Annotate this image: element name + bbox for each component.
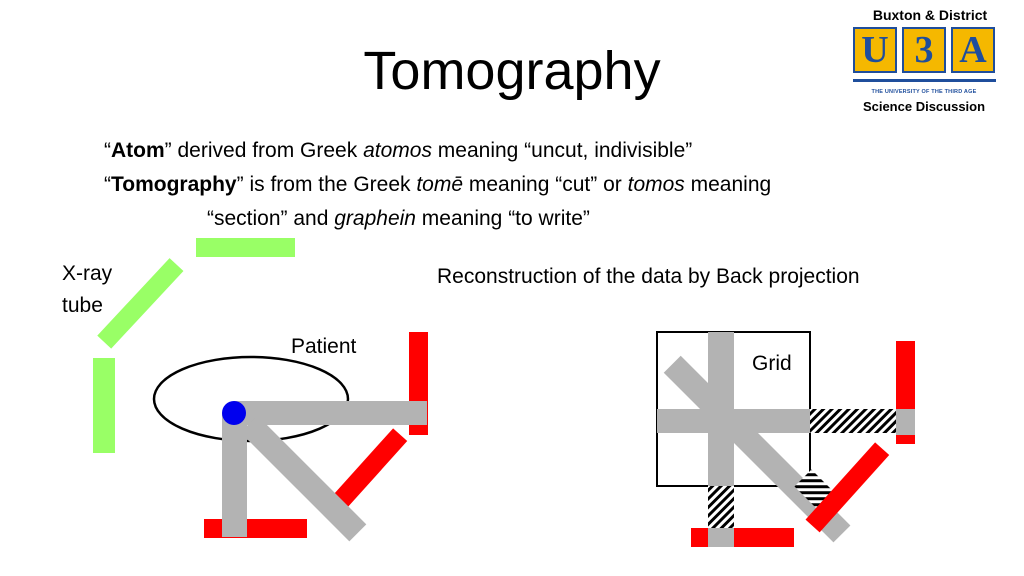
- hatch-vertical: [708, 486, 734, 528]
- term-tome: tomē: [416, 173, 464, 196]
- text-line-tomography: “Tomography” is from the Greek tomē mean…: [104, 173, 772, 196]
- xray-tube-left: [93, 358, 115, 453]
- term-tomography: Tomography: [111, 173, 237, 196]
- point-of-interest: [222, 401, 246, 425]
- reconstruction-label: Reconstruction of the data by Back proje…: [437, 265, 860, 288]
- slide-title: Tomography: [363, 41, 661, 101]
- detector-bottom: [204, 519, 307, 538]
- recon-detector-right-gray: [896, 409, 915, 435]
- recon-detector-bottom: [691, 528, 794, 547]
- u3a-logo: U 3 A: [853, 27, 996, 77]
- logo-top-text: Buxton & District: [872, 7, 988, 23]
- recon-beam-diagonal: [663, 355, 851, 543]
- term-atom: Atom: [111, 139, 165, 162]
- patient-label: Patient: [291, 335, 357, 358]
- term-atomos: atomos: [363, 139, 432, 162]
- xray-tube-diagonal: [97, 258, 184, 349]
- term-graphein: graphein: [334, 207, 416, 230]
- recon-detector-diagonal: [805, 442, 890, 533]
- recon-detector-bottom-gray: [708, 528, 734, 547]
- beam-horizontal: [234, 401, 427, 425]
- logo-subtitle: THE UNIVERSITY OF THE THIRD AGE: [871, 89, 977, 95]
- xray-tube-top: [196, 238, 295, 257]
- logo-letter-u: U: [853, 27, 897, 73]
- logo-letter-a: A: [951, 27, 995, 73]
- grid-label: Grid: [752, 352, 792, 375]
- term-tomos: tomos: [627, 173, 685, 196]
- logo-letter-3: 3: [902, 27, 946, 73]
- hatch-horizontal: [810, 409, 896, 433]
- logo-bottom-text: Science Discussion: [862, 99, 986, 114]
- detector-diagonal: [323, 428, 408, 519]
- text-line-graphein: “section” and graphein meaning “to write…: [207, 207, 590, 230]
- beam-diagonal: [240, 415, 367, 542]
- logo-rule: [853, 79, 996, 82]
- text-line-atom: “Atom” derived from Greek atomos meaning…: [104, 139, 693, 162]
